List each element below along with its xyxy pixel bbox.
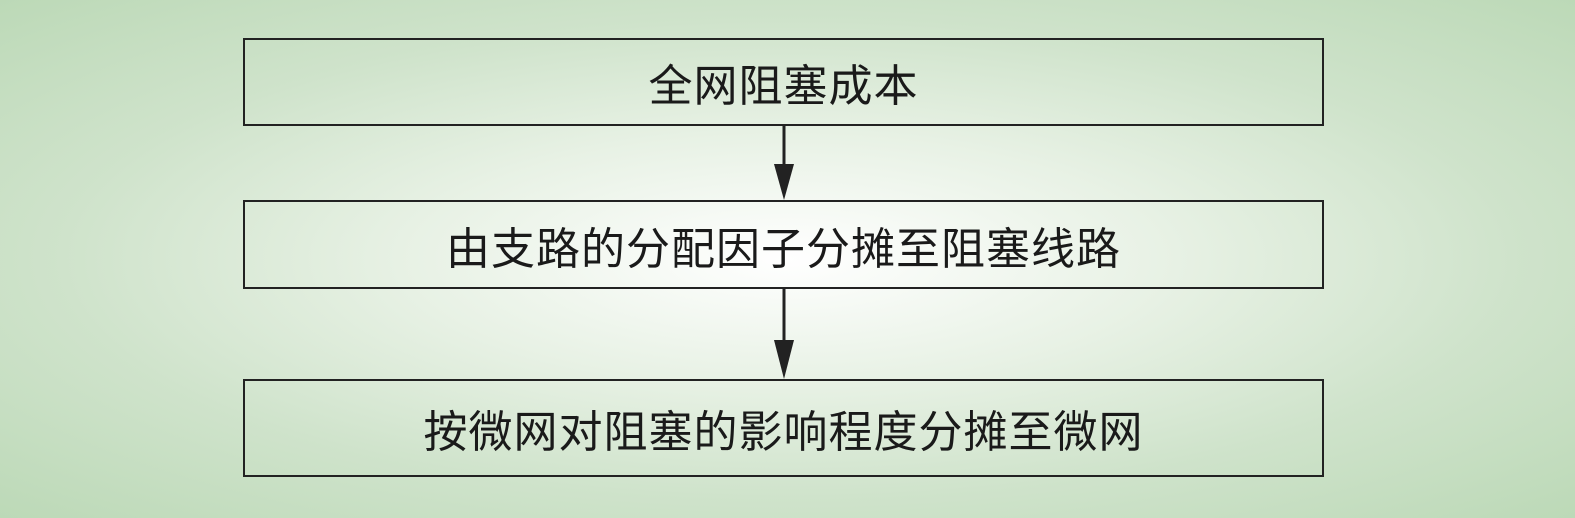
step-label-allocate-to-microgrids: 按微网对阻塞的影响程度分摊至微网 (423, 407, 1144, 458)
step-label-allocate-to-lines: 由支路的分配因子分摊至阻塞线路 (446, 223, 1121, 275)
step-box-allocate-to-microgrids: 按微网对阻塞的影响程度分摊至微网 (243, 379, 1324, 477)
arrow-step2-to-step3 (774, 289, 794, 379)
step-box-allocate-to-lines: 由支路的分配因子分摊至阻塞线路 (243, 200, 1324, 289)
arrow-step1-to-step2 (774, 126, 794, 200)
step-box-total-congestion-cost: 全网阻塞成本 (243, 38, 1324, 126)
step-label-total-congestion-cost: 全网阻塞成本 (648, 61, 919, 112)
